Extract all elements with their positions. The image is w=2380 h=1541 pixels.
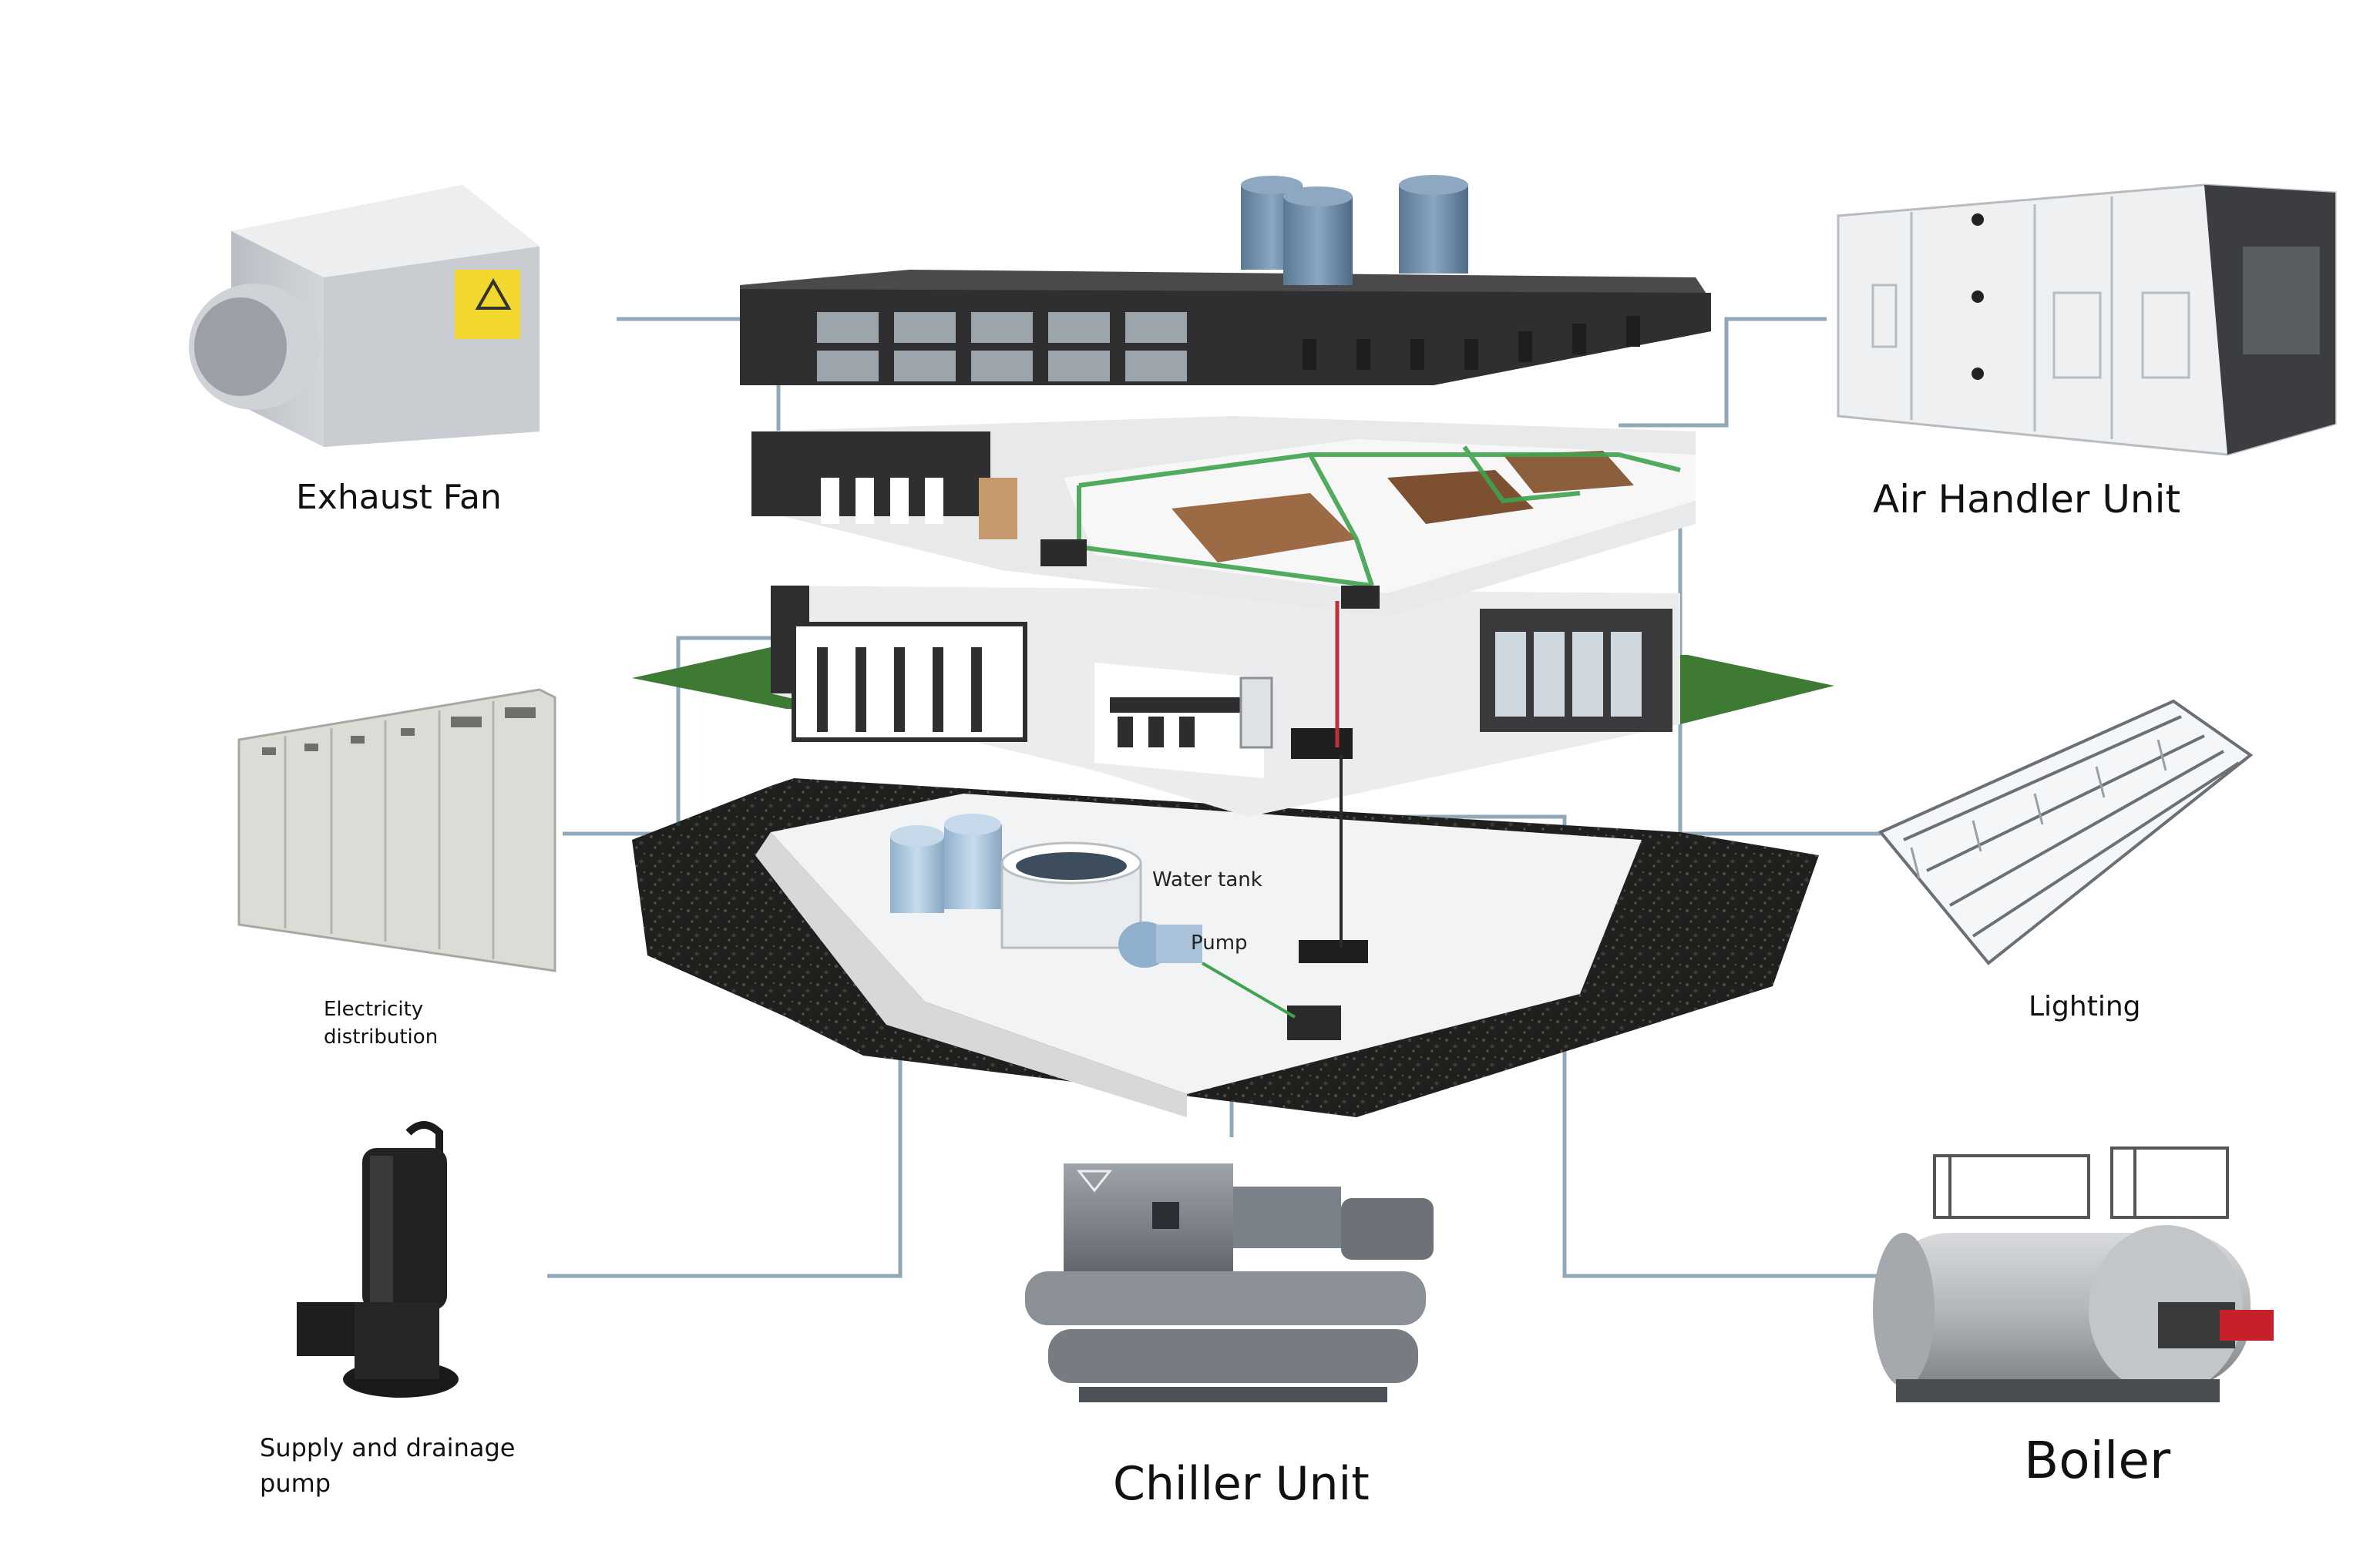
electricity-label-line2: distribution	[324, 1026, 438, 1049]
lighting-image	[1877, 699, 2254, 965]
air-handler-label: Air Handler Unit	[1873, 477, 2180, 522]
pump-tag: Pump	[1191, 932, 1248, 955]
electricity-label-line1: Electricity	[324, 998, 423, 1021]
chiller-label: Chiller Unit	[1113, 1457, 1370, 1511]
air-handler-unit-image	[1837, 183, 2337, 456]
drainage-pump-image	[297, 1121, 459, 1398]
rooftop-tanks	[1241, 175, 1468, 285]
pump-label-line1: Supply and drainage	[260, 1433, 515, 1462]
electricity-connector	[563, 636, 794, 836]
exhaust-fan-label: Exhaust Fan	[296, 478, 502, 517]
boiler-label: Boiler	[2024, 1431, 2171, 1490]
pump-label-line2: pump	[260, 1469, 331, 1498]
boiler-image	[1873, 1147, 2274, 1402]
basement-water-tanks	[890, 814, 1202, 968]
exhaust-fan-image	[189, 185, 540, 447]
lighting-label: Lighting	[2029, 991, 2141, 1022]
chiller-unit-image	[1025, 1163, 1434, 1402]
electricity-distribution-image	[237, 688, 556, 972]
air-handler-connector	[1619, 317, 1827, 428]
equipment-labels: Exhaust Fan Air Handler Unit Electricity…	[260, 477, 2180, 1511]
building-cutaway: Water tank Pump	[632, 175, 1834, 1117]
water-tank-tag: Water tank	[1152, 868, 1262, 891]
